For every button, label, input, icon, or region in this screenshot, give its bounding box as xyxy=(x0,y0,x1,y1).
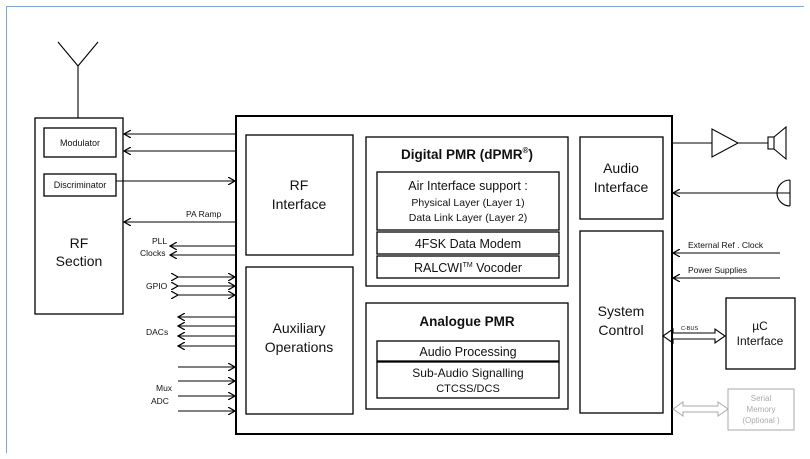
serial-memory-arrow xyxy=(672,401,729,417)
serial-memory-label-3: (Optional ) xyxy=(742,416,780,425)
sub-audio-label-1: Sub-Audio Signalling xyxy=(412,366,523,380)
audio-interface-label-1: Audio xyxy=(603,160,639,176)
clocks-label: Clocks xyxy=(140,248,166,258)
air-layer1: Physical Layer (Layer 1) xyxy=(411,197,524,209)
analogue-pmr-title: Analogue PMR xyxy=(419,314,515,329)
discriminator-block xyxy=(43,173,117,197)
cbus-arrow xyxy=(662,327,726,345)
modulator-label: Modulator xyxy=(60,138,100,148)
discriminator-label: Discriminator xyxy=(54,180,107,190)
audio-processing-label: Audio Processing xyxy=(419,345,516,359)
aux-ops-label-2: Operations xyxy=(265,339,333,355)
adc-label: ADC xyxy=(151,396,169,406)
frame-border xyxy=(6,6,804,453)
microphone-icon xyxy=(673,179,791,207)
modulator-block xyxy=(43,127,117,158)
digital-pmr-title: Digital PMR (dPMR®) xyxy=(401,146,533,162)
rf-interface-label-2: Interface xyxy=(272,196,327,212)
aux-ops-block xyxy=(245,266,354,415)
rf-section-label-2: Section xyxy=(56,253,103,269)
uc-interface-block xyxy=(725,297,796,370)
cbus-label: C-BUS xyxy=(681,326,698,332)
rf-section-label-1: RF xyxy=(70,235,89,251)
antenna-icon xyxy=(57,41,99,118)
modem-block xyxy=(376,231,560,255)
vocoder-label: RALCWITM Vocoder xyxy=(414,261,522,275)
uc-interface-label-2: Interface xyxy=(737,334,784,348)
air-interface-title: Air Interface support : xyxy=(408,179,528,193)
sub-audio-block xyxy=(376,361,560,399)
serial-memory-label-1: Serial xyxy=(751,394,772,403)
audio-interface-block xyxy=(579,136,664,220)
gpio-label: GPIO xyxy=(146,281,168,291)
ext-clock-label: External Ref . Clock xyxy=(688,240,764,250)
speaker-icon xyxy=(672,125,787,161)
power-supplies-label: Power Supplies xyxy=(688,265,747,275)
rf-interface-block xyxy=(245,134,354,256)
rf-links xyxy=(116,134,236,222)
system-control-label-1: System xyxy=(598,303,645,319)
vocoder-block xyxy=(376,255,560,279)
audio-interface-label-2: Interface xyxy=(594,179,649,195)
sub-audio-label-2: CTCSS/DCS xyxy=(436,383,500,395)
air-layer2: Data Link Layer (Layer 2) xyxy=(409,212,527,224)
aux-ops-label-1: Auxiliary xyxy=(273,320,326,336)
rf-interface-label-1: RF xyxy=(290,177,309,193)
system-control-label-2: Control xyxy=(598,322,643,338)
pa-ramp-label: PA Ramp xyxy=(186,209,222,219)
pll-clock-links xyxy=(170,246,236,255)
mux-label: Mux xyxy=(156,383,173,393)
air-interface-block xyxy=(376,171,560,231)
serial-memory-label-2: Memory xyxy=(747,405,776,414)
system-control-block xyxy=(579,230,664,414)
adc-links xyxy=(178,367,235,411)
gpio-links xyxy=(178,277,235,295)
uc-interface-label-1: µC xyxy=(752,319,768,333)
serial-memory-block xyxy=(727,388,795,431)
dac-links xyxy=(178,317,236,346)
pll-label: PLL xyxy=(152,236,167,246)
dacs-label: DACs xyxy=(146,327,168,337)
audio-processing-block xyxy=(376,340,560,362)
modem-label: 4FSK Data Modem xyxy=(415,237,521,251)
